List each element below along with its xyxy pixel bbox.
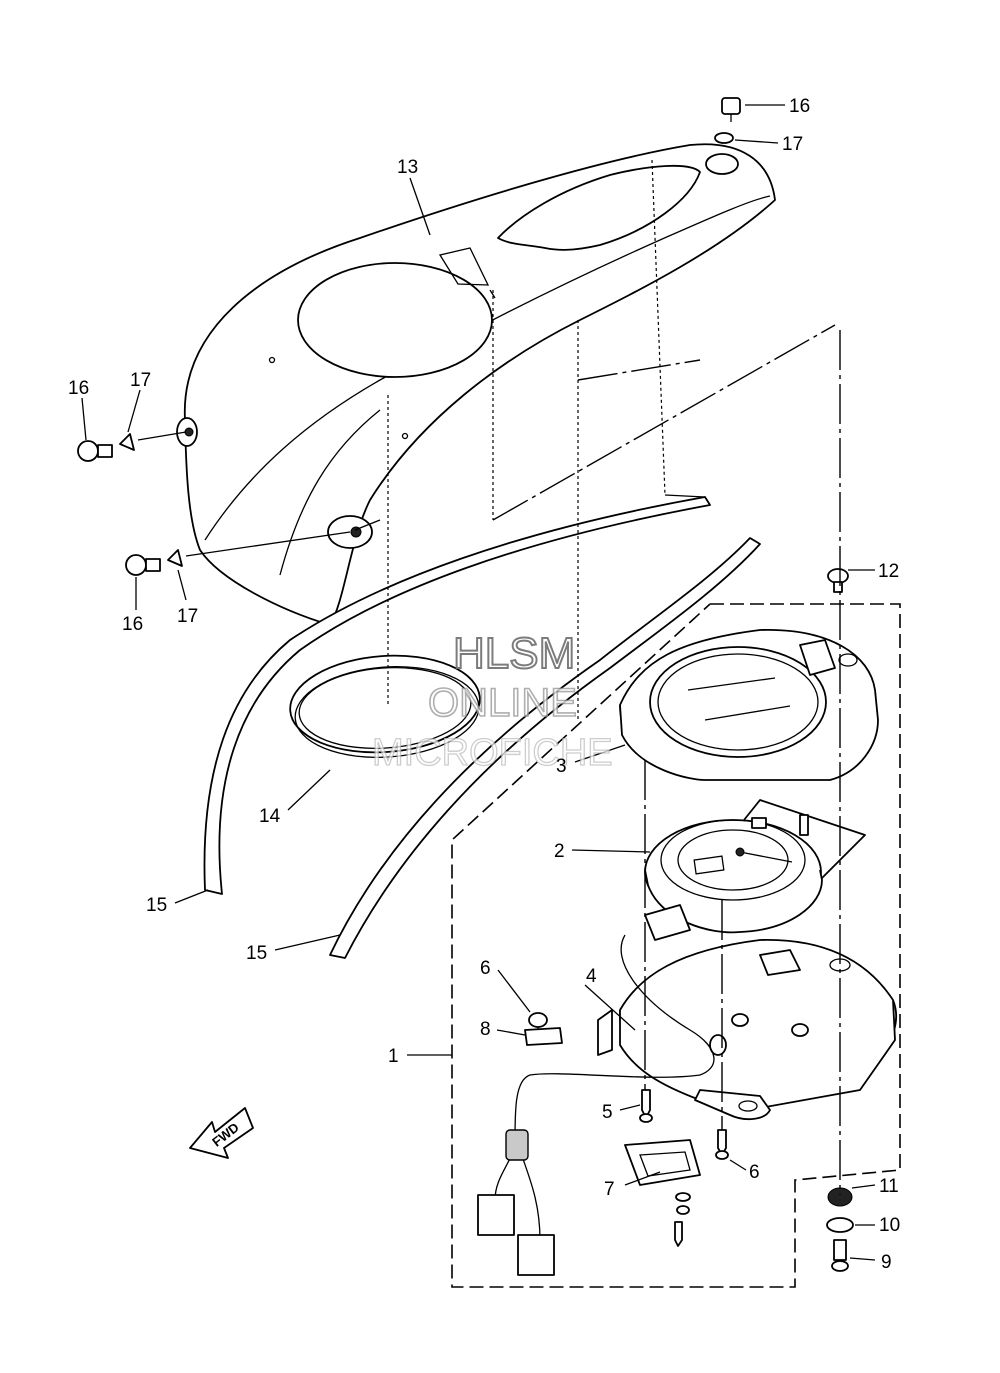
screw-part-5: [639, 1089, 653, 1123]
fwd-direction-arrow: FWD: [189, 1107, 254, 1159]
callout-5: 5: [602, 1102, 613, 1123]
callout-8: 8: [480, 1019, 491, 1040]
watermark-line-microfiche: MICROFICHE: [372, 732, 613, 774]
assembly-lines: [354, 159, 841, 1195]
callout-16-top: 16: [789, 96, 810, 117]
callout-6-upper: 6: [480, 958, 491, 979]
callout-14: 14: [259, 806, 281, 827]
callout-7: 7: [604, 1179, 615, 1200]
screw-part-6-lower: [715, 1129, 729, 1160]
callout-16-middle: 16: [122, 614, 143, 635]
washers-and-bolt-lower: [674, 1192, 691, 1247]
callout-13: 13: [397, 157, 418, 178]
callout-17-left: 17: [130, 370, 151, 391]
callout-6-lower: 6: [749, 1162, 760, 1183]
callout-17-middle: 17: [177, 606, 198, 627]
washer-part-17-top: [714, 132, 734, 144]
wire-harness: [477, 934, 715, 1276]
screw-part-16-middle: [125, 554, 161, 576]
callout-labels: 16 17 13 16 17 16 17 12 3 14 2 15 15 6 4…: [68, 96, 900, 1273]
meter-case-part-3: [619, 629, 879, 781]
callout-15-right: 15: [246, 943, 267, 964]
trim-strip-part-15-right: [329, 537, 761, 959]
bracket-part-7: [624, 1139, 701, 1186]
tank-cover-part-13: [176, 143, 776, 626]
callout-1: 1: [388, 1046, 399, 1067]
meter-unit-part-2: [644, 799, 866, 941]
trim-strip-part-15-left: [203, 496, 711, 895]
screw-part-6-upper: [528, 1012, 548, 1035]
callout-3: 3: [556, 756, 567, 777]
callout-17-top: 17: [782, 134, 803, 155]
lower-case-part-4: [597, 939, 897, 1121]
callout-9: 9: [881, 1252, 892, 1273]
callout-16-left: 16: [68, 378, 89, 399]
screw-part-16-top: [721, 97, 741, 122]
watermark-line-hlsm: HLSM: [453, 629, 575, 678]
callout-2: 2: [554, 841, 565, 862]
washer-part-10: [826, 1217, 854, 1233]
seal-ring-part-14: [289, 654, 481, 758]
grommet-part-11: [827, 1187, 853, 1207]
watermark: HLSM ONLINE MICROFICHE: [371, 628, 613, 775]
callout-15-left: 15: [146, 895, 167, 916]
watermark-line-online: ONLINE: [428, 681, 577, 725]
washer-part-17-left: [119, 433, 135, 451]
grommet-part-12: [827, 568, 849, 593]
callout-12: 12: [878, 561, 899, 582]
callout-10: 10: [879, 1215, 900, 1236]
screw-part-16-left: [77, 440, 113, 462]
callout-11: 11: [879, 1176, 899, 1197]
washer-part-17-middle: [167, 549, 183, 567]
callout-4: 4: [586, 966, 597, 987]
leader-lines: [81, 104, 876, 1261]
assembly-boundary-part-1: [451, 603, 901, 1288]
bolt-part-9: [831, 1239, 849, 1272]
clamp-part-8: [524, 1027, 563, 1046]
